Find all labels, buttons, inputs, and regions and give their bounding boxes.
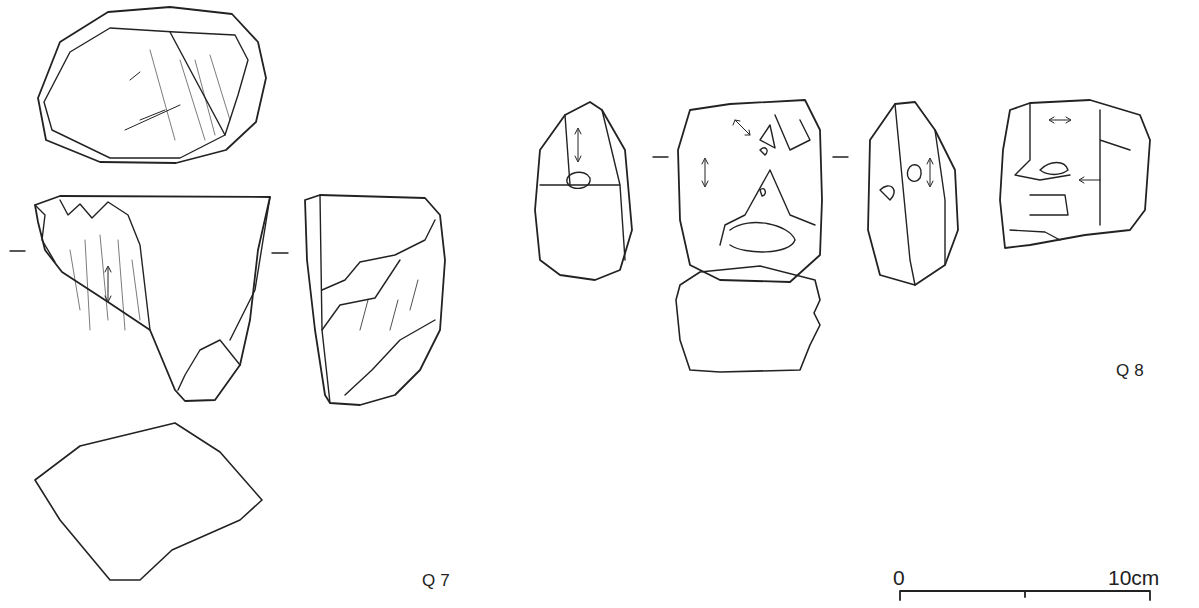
q7-front-view <box>10 196 288 401</box>
scale-label: 0 <box>893 567 905 588</box>
q8-section <box>676 266 820 372</box>
q7-section <box>35 423 262 580</box>
q8-view-4 <box>1000 100 1150 248</box>
q8-view-3 <box>868 102 958 285</box>
q7-top-view <box>38 7 266 163</box>
q8-view-1 <box>535 102 632 280</box>
q8-view-2 <box>653 100 848 282</box>
figure-number: Q7 <box>422 572 455 589</box>
figure-number: Q8 <box>1116 362 1149 379</box>
scale-label: 10cm <box>1108 567 1159 588</box>
scale-bar <box>900 591 1150 600</box>
q7-side-view <box>305 195 445 405</box>
